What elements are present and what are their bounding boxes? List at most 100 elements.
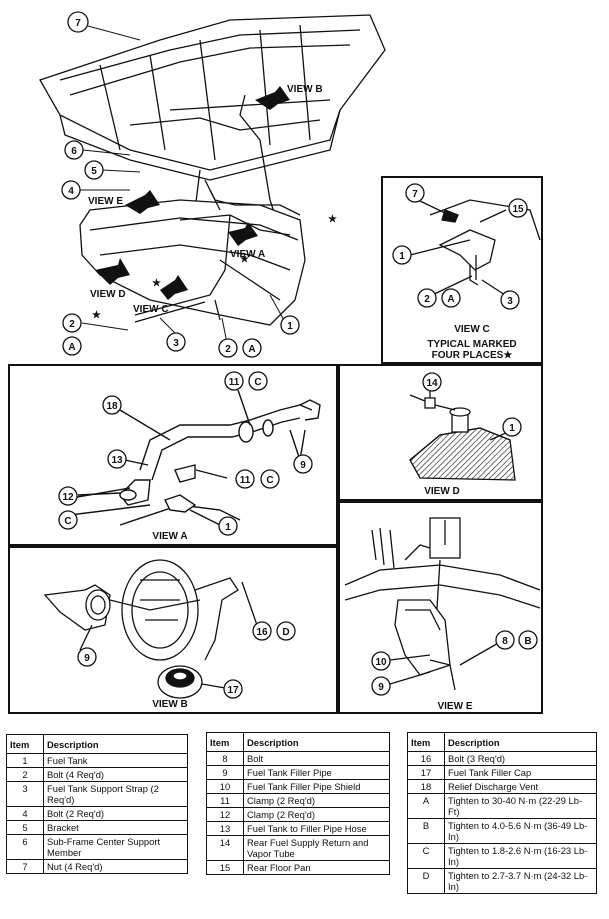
view-a-callouts: 18 11 C 13 9 12 C 11 C 1 [58,371,313,536]
view-c-drawing [409,199,541,298]
view-arrows [95,86,290,300]
callout-6: 6 [71,146,77,157]
item-description: Rear Fuel Supply Return and Vapor Tube [243,835,390,861]
item-description: Bracket [43,820,188,835]
callout-2: 2 [69,319,75,330]
item-number: A [407,793,445,819]
callout-16: 16 [256,627,268,638]
item-number: 8 [206,751,244,766]
item-description: Bolt (3 Req'd) [444,751,597,766]
callout-c: C [64,516,71,527]
callout-1: 1 [509,423,515,434]
header-description: Description [243,732,390,752]
legend-header-row: Item Description [407,732,597,752]
item-description: Relief Discharge Vent [444,779,597,794]
view-d-arrow-left [95,258,130,285]
callout-2: 2 [424,294,430,305]
view-a-drawing [59,389,321,526]
item-number: D [407,868,445,894]
item-description: Rear Floor Pan [243,860,390,875]
item-number: 17 [407,765,445,780]
callout-7: 7 [412,189,418,200]
callout-9: 9 [84,653,90,664]
typical-note-line2: FOUR PLACES★ [432,350,513,361]
view-c-callouts: 7 15 1 2 A 3 [392,183,528,310]
item-number: 7 [6,859,44,874]
view-d-callouts: 14 1 [422,372,522,437]
item-number: C [407,843,445,869]
item-description: Tighten to 30-40 N·m (22-29 Lb-Ft) [444,793,597,819]
item-description: Fuel Tank Filler Pipe [243,765,390,780]
item-number: 10 [206,779,244,794]
callout-14: 14 [426,378,438,389]
item-description: Fuel Tank Support Strap (2 Req'd) [43,781,188,807]
item-number: 9 [206,765,244,780]
item-number: 6 [6,834,44,860]
top-callouts: 7 6 5 4 2 A 3 2 A 1 [61,11,300,358]
item-number: 18 [407,779,445,794]
view-d-pointer-label: VIEW D [90,289,126,300]
item-number: 3 [6,781,44,807]
view-b-drawing [43,559,259,699]
callout-1: 1 [225,522,231,533]
callout-11: 11 [229,377,240,388]
item-number: 1 [6,753,44,768]
callout-c: C [266,475,273,486]
item-number: 15 [206,860,244,875]
callout-a: A [447,294,454,305]
callout-3: 3 [507,296,513,307]
star-marker: ★ [240,254,249,265]
item-description: Nut (4 Req'd) [43,859,188,874]
item-number: 2 [6,767,44,782]
view-a-arrow [228,222,258,246]
item-description: Tighten to 2.7-3.7 N·m (24-32 Lb-In) [444,868,597,894]
item-number: 13 [206,821,244,836]
view-e-panel [338,501,543,714]
callout-a: A [68,342,75,353]
legend-header-row: Item Description [206,732,390,752]
star-marker: ★ [92,310,101,321]
view-b-callouts: 9 16 D 17 [77,621,296,699]
callout-4: 4 [68,186,74,197]
header-item: Item [206,732,244,752]
item-description: Clamp (2 Req'd) [243,807,390,822]
callout-9: 9 [300,460,306,471]
view-c-arrow [160,275,188,300]
header-description: Description [43,734,188,754]
callout-18: 18 [106,401,118,412]
callout-d: D [282,627,289,638]
item-description: Fuel Tank Filler Cap [444,765,597,780]
view-e-arrow [125,190,160,214]
callout-3: 3 [173,338,179,349]
callout-a: A [248,344,255,355]
callout-15: 15 [512,204,524,215]
callout-2: 2 [225,344,231,355]
item-number: 4 [6,806,44,821]
callout-9: 9 [378,682,384,693]
callout-10: 10 [375,657,387,668]
item-number: 11 [206,793,244,808]
item-number: B [407,818,445,844]
header-description: Description [444,732,597,752]
item-description: Tighten to 4.0-5.6 N·m (36-49 Lb-In) [444,818,597,844]
callout-1: 1 [287,321,293,332]
callout-7: 7 [75,18,81,29]
view-c-title: VIEW C [454,324,490,335]
callout-13: 13 [111,455,123,466]
item-description: Tighten to 1.8-2.6 N·m (16-23 Lb-In) [444,843,597,869]
